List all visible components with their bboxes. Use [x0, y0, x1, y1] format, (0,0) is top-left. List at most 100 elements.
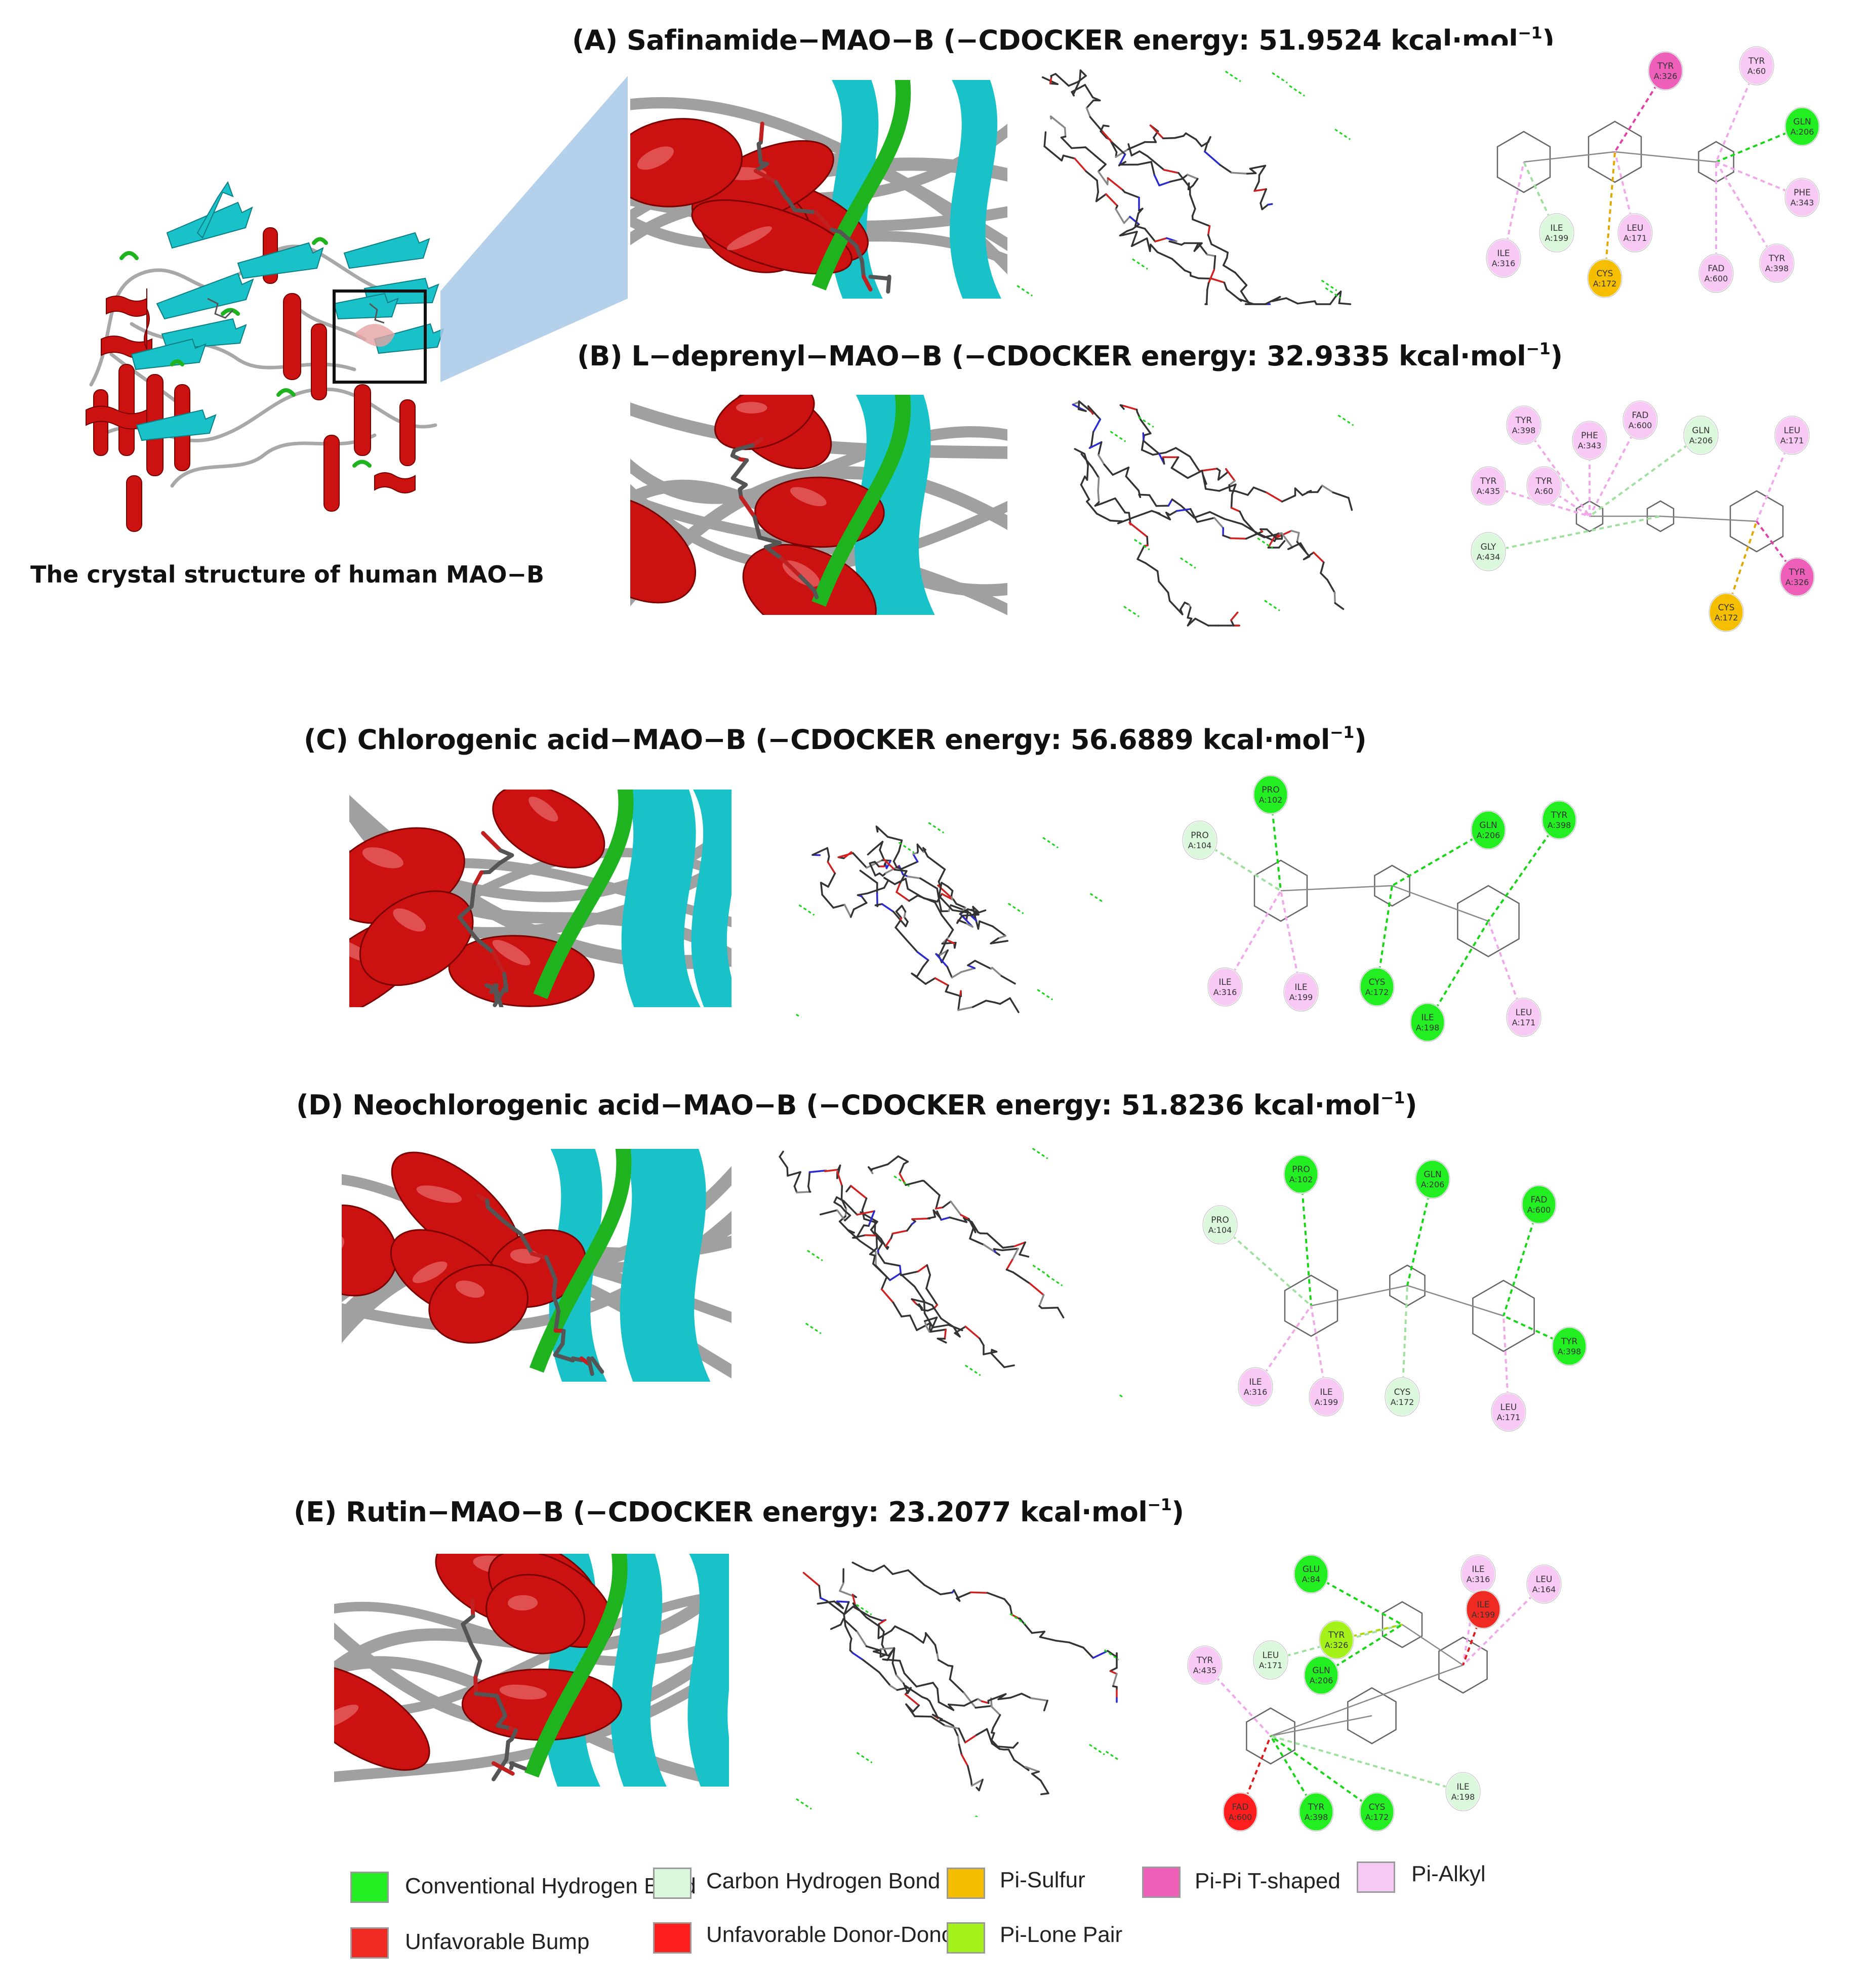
svg-text:A:171: A:171	[1780, 436, 1804, 445]
svg-text:A:172: A:172	[1365, 987, 1389, 997]
svg-text:TYR: TYR	[1308, 1802, 1325, 1812]
svg-text:A:172: A:172	[1365, 1812, 1389, 1822]
svg-text:PHE: PHE	[1794, 188, 1811, 198]
svg-text:ILE: ILE	[1294, 982, 1307, 992]
svg-text:GLN: GLN	[1793, 117, 1811, 127]
svg-text:TYR: TYR	[1328, 1630, 1345, 1640]
svg-text:CYS: CYS	[1597, 269, 1613, 279]
panel-b-title: (B) L−deprenyl−MAO−B (−CDOCKER energy: 3…	[577, 339, 1563, 372]
svg-text:A:102: A:102	[1289, 1175, 1313, 1184]
panel-d-title: (D) Neochlorogenic acid−MAO−B (−CDOCKER …	[296, 1088, 1417, 1121]
svg-text:A:326: A:326	[1654, 71, 1678, 81]
legend-swatch-unfavorable-bump	[350, 1927, 389, 1959]
svg-text:A:102: A:102	[1259, 795, 1283, 805]
panel-c-pocket-view	[349, 790, 732, 1007]
svg-text:CYS: CYS	[1369, 1802, 1386, 1812]
panel-e-stick-view-image	[754, 1554, 1119, 1817]
svg-text:PRO: PRO	[1262, 785, 1279, 795]
svg-text:TYR: TYR	[1551, 810, 1568, 820]
svg-text:TYR: TYR	[1748, 56, 1765, 66]
svg-text:TYR: TYR	[1535, 476, 1553, 486]
panel-d-stick-view	[739, 1144, 1124, 1402]
svg-text:A:316: A:316	[1213, 987, 1237, 997]
legend-swatch-pi-pi-tshaped	[1142, 1867, 1181, 1898]
svg-text:ILE: ILE	[1320, 1387, 1332, 1397]
panel-c-pocket-view-image	[349, 790, 732, 1007]
svg-text:A:398: A:398	[1558, 1347, 1581, 1356]
svg-text:A:84: A:84	[1302, 1575, 1320, 1584]
legend-label-carbon-hbond: Carbon Hydrogen Bond	[706, 1869, 941, 1893]
panel-a-2d-diagram-image: TYRA:326TYRA:60GLNA:206PHEA:343ILEA:199L…	[1443, 46, 1827, 309]
svg-text:FAD: FAD	[1232, 1802, 1249, 1812]
svg-text:A:60: A:60	[1535, 486, 1553, 496]
svg-text:A:600: A:600	[1629, 421, 1652, 430]
svg-text:GLN: GLN	[1312, 1666, 1330, 1676]
structure-label: The crystal structure of human MAO−B	[30, 561, 545, 588]
svg-text:TYR: TYR	[1480, 476, 1497, 486]
panel-c-stick-view	[790, 820, 1104, 1017]
svg-text:A:171: A:171	[1259, 1661, 1283, 1670]
svg-text:GLN: GLN	[1692, 426, 1710, 436]
binding-site-box	[333, 289, 427, 384]
legend-swatch-pi-sulfur	[947, 1868, 985, 1899]
svg-text:A:104: A:104	[1208, 1225, 1232, 1235]
panel-e-title: (E) Rutin−MAO−B (−CDOCKER energy: 23.207…	[294, 1495, 1184, 1528]
legend-label-pi-alkyl: Pi-Alkyl	[1411, 1861, 1486, 1886]
svg-text:A:199: A:199	[1545, 233, 1569, 243]
svg-text:A:199: A:199	[1315, 1397, 1338, 1407]
svg-text:LEU: LEU	[1536, 1575, 1553, 1585]
svg-text:PRO: PRO	[1292, 1165, 1310, 1175]
svg-text:A:104: A:104	[1188, 841, 1212, 850]
svg-text:A:172: A:172	[1391, 1397, 1414, 1407]
svg-text:TYR: TYR	[1657, 61, 1674, 71]
svg-text:A:343: A:343	[1791, 198, 1814, 208]
svg-text:ILE: ILE	[1249, 1377, 1262, 1387]
svg-text:FAD: FAD	[1531, 1195, 1548, 1205]
legend-swatch-pi-alkyl	[1357, 1861, 1395, 1893]
svg-text:A:198: A:198	[1416, 1023, 1440, 1032]
svg-text:GLN: GLN	[1479, 820, 1497, 831]
svg-text:PRO: PRO	[1211, 1215, 1229, 1225]
svg-text:FAD: FAD	[1632, 410, 1649, 421]
svg-text:A:398: A:398	[1512, 426, 1536, 435]
panel-c-title: (C) Chlorogenic acid−MAO−B (−CDOCKER ene…	[304, 723, 1367, 756]
svg-text:TYR: TYR	[1196, 1655, 1213, 1666]
legend-label-pi-pi-tshaped: Pi-Pi T-shaped	[1195, 1869, 1340, 1893]
svg-text:TYR: TYR	[1768, 254, 1785, 264]
svg-text:CYS: CYS	[1394, 1387, 1411, 1397]
svg-text:A:206: A:206	[1791, 127, 1814, 137]
svg-text:A:199: A:199	[1472, 1610, 1495, 1620]
svg-text:A:343: A:343	[1578, 441, 1602, 450]
svg-text:A:600: A:600	[1527, 1205, 1551, 1215]
svg-text:A:398: A:398	[1305, 1812, 1328, 1822]
legend-swatch-conventional-hbond	[350, 1872, 389, 1903]
